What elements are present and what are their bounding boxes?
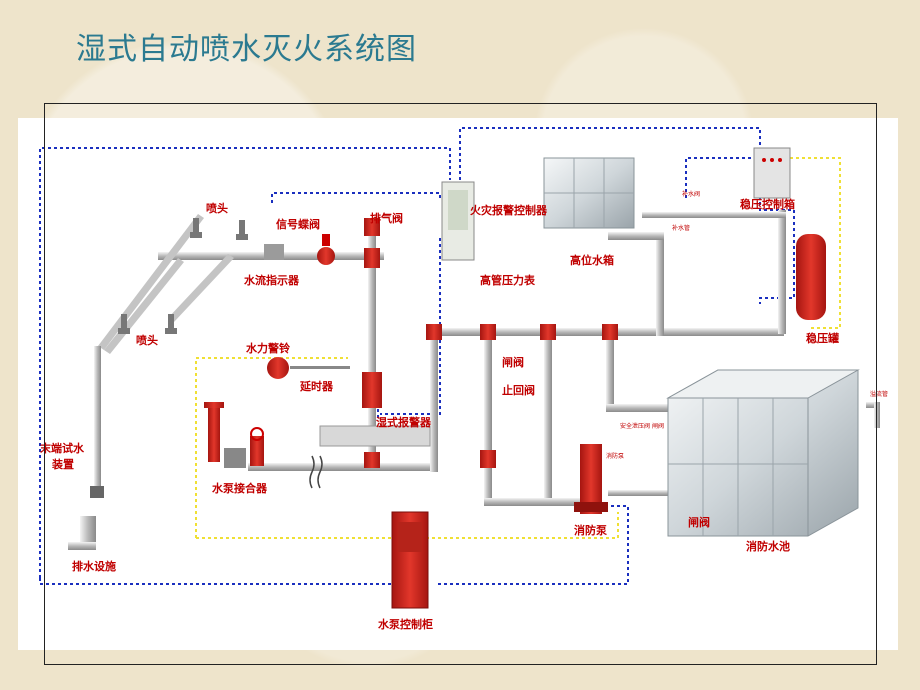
label-wet-alarm-valve: 湿式报警器 [376, 415, 432, 429]
label-gate-valve-1: 闸阀 [502, 355, 524, 369]
system-diagram: 喷头 喷头 信号蝶阀 排气阀 火灾报警控制器 水流指示器 高管压力表 高位水箱 … [39, 127, 888, 631]
fire-alarm-control-panel [441, 181, 475, 261]
label-gate-valve-2: 闸阀 [688, 515, 710, 529]
label-fire-alarm-panel: 火灾报警控制器 [470, 203, 548, 217]
label-signal-valve: 信号蝶阀 [276, 217, 320, 231]
label-pressure-control-box: 稳压控制箱 [740, 197, 795, 211]
label-flow-indicator: 水流指示器 [244, 273, 300, 287]
diagram-labels: 喷头 喷头 信号蝶阀 排气阀 火灾报警控制器 水流指示器 高管压力表 高位水箱 … [39, 190, 888, 631]
label-exhaust-valve: 排气阀 [370, 211, 403, 225]
water-bell [267, 357, 350, 379]
label-fire-pool: 消防水池 [746, 539, 790, 553]
label-pump-small: 消防泵 [606, 452, 624, 460]
label-nozzle-top: 喷头 [206, 201, 228, 215]
frame-right [876, 103, 877, 665]
label-water-bell: 水力警铃 [246, 341, 290, 355]
label-relief: 闸阀 [652, 422, 664, 430]
label-pump-adapter: 水泵接合器 [212, 481, 268, 495]
high-water-tank [543, 157, 635, 229]
label-fire-pump: 消防泵 [574, 523, 607, 537]
alarm-valve-base [319, 425, 431, 447]
label-end-test-1: 末端试水 [39, 441, 85, 455]
frame-left [44, 103, 45, 665]
diagram-canvas: 喷头 喷头 信号蝶阀 排气阀 火灾报警控制器 水流指示器 高管压力表 高位水箱 … [18, 118, 898, 650]
label-overflow-pipe: 溢流管 [870, 390, 888, 398]
red-fittings [204, 218, 618, 468]
label-safety-valve: 安全泄压阀 [620, 422, 650, 430]
frame-bottom [44, 664, 876, 665]
label-pump-cabinet: 水泵控制柜 [378, 617, 433, 631]
label-nozzle-mid: 喷头 [136, 333, 158, 347]
pump-control-cabinet [391, 511, 429, 609]
label-tank-a: 补水阀 [682, 190, 700, 198]
pressure-control-box [753, 147, 791, 199]
label-high-pressure-gauge: 高管压力表 [480, 273, 536, 287]
flow-indicator [264, 244, 284, 260]
label-drain: 排水设施 [72, 559, 116, 573]
label-tank-b: 补水管 [672, 224, 690, 232]
slide-title: 湿式自动喷水灭火系统图 [76, 32, 417, 67]
label-end-test-2: 装置 [51, 457, 74, 471]
fire-pump [574, 444, 608, 514]
pump-adapter-valves [224, 427, 264, 468]
label-high-tank: 高位水箱 [570, 253, 614, 267]
signal-butterfly-valve [317, 234, 335, 265]
sprinkler-heads [90, 218, 248, 498]
fire-water-pool [666, 369, 860, 537]
label-delay: 延时器 [299, 379, 334, 393]
label-pressure-tank: 稳压罐 [806, 331, 839, 345]
pipe-break-marks [309, 455, 323, 489]
label-check-valve: 止回阀 [502, 383, 535, 397]
frame-top [44, 103, 876, 104]
pressure-tank [796, 234, 826, 320]
